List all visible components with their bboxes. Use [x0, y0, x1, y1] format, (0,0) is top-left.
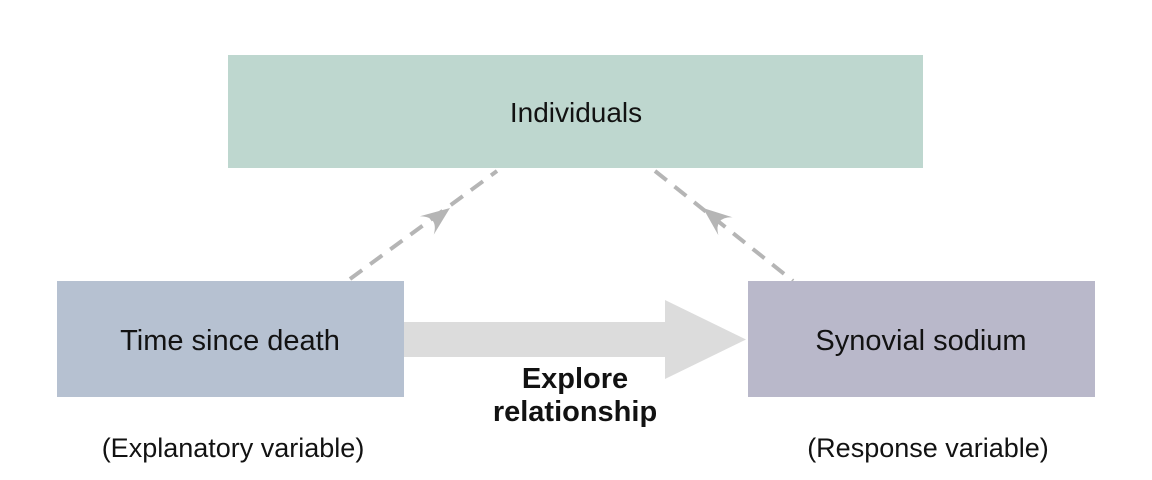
up-arrowhead-right-icon	[703, 208, 733, 236]
explanatory-label: Time since death	[120, 325, 340, 357]
individuals-box	[228, 55, 923, 168]
individuals-label: Individuals	[510, 97, 642, 128]
explore-relationship-label-line2: relationship	[493, 396, 657, 428]
up-arrowhead-left-icon	[419, 208, 450, 235]
diagram-text-layer: Individuals Time since death Synovial so…	[102, 97, 1049, 463]
explanatory-box	[57, 281, 404, 397]
response-label: Synovial sodium	[815, 325, 1026, 357]
dashed-link-response-to-individuals	[653, 169, 795, 283]
response-caption: (Response variable)	[807, 433, 1049, 463]
response-box	[748, 281, 1095, 397]
dashed-link-explanatory-to-individuals	[348, 169, 499, 281]
explore-relationship-arrow-icon	[404, 300, 746, 379]
explore-relationship-label-line1: Explore	[522, 363, 628, 395]
explanatory-caption: (Explanatory variable)	[102, 433, 365, 463]
